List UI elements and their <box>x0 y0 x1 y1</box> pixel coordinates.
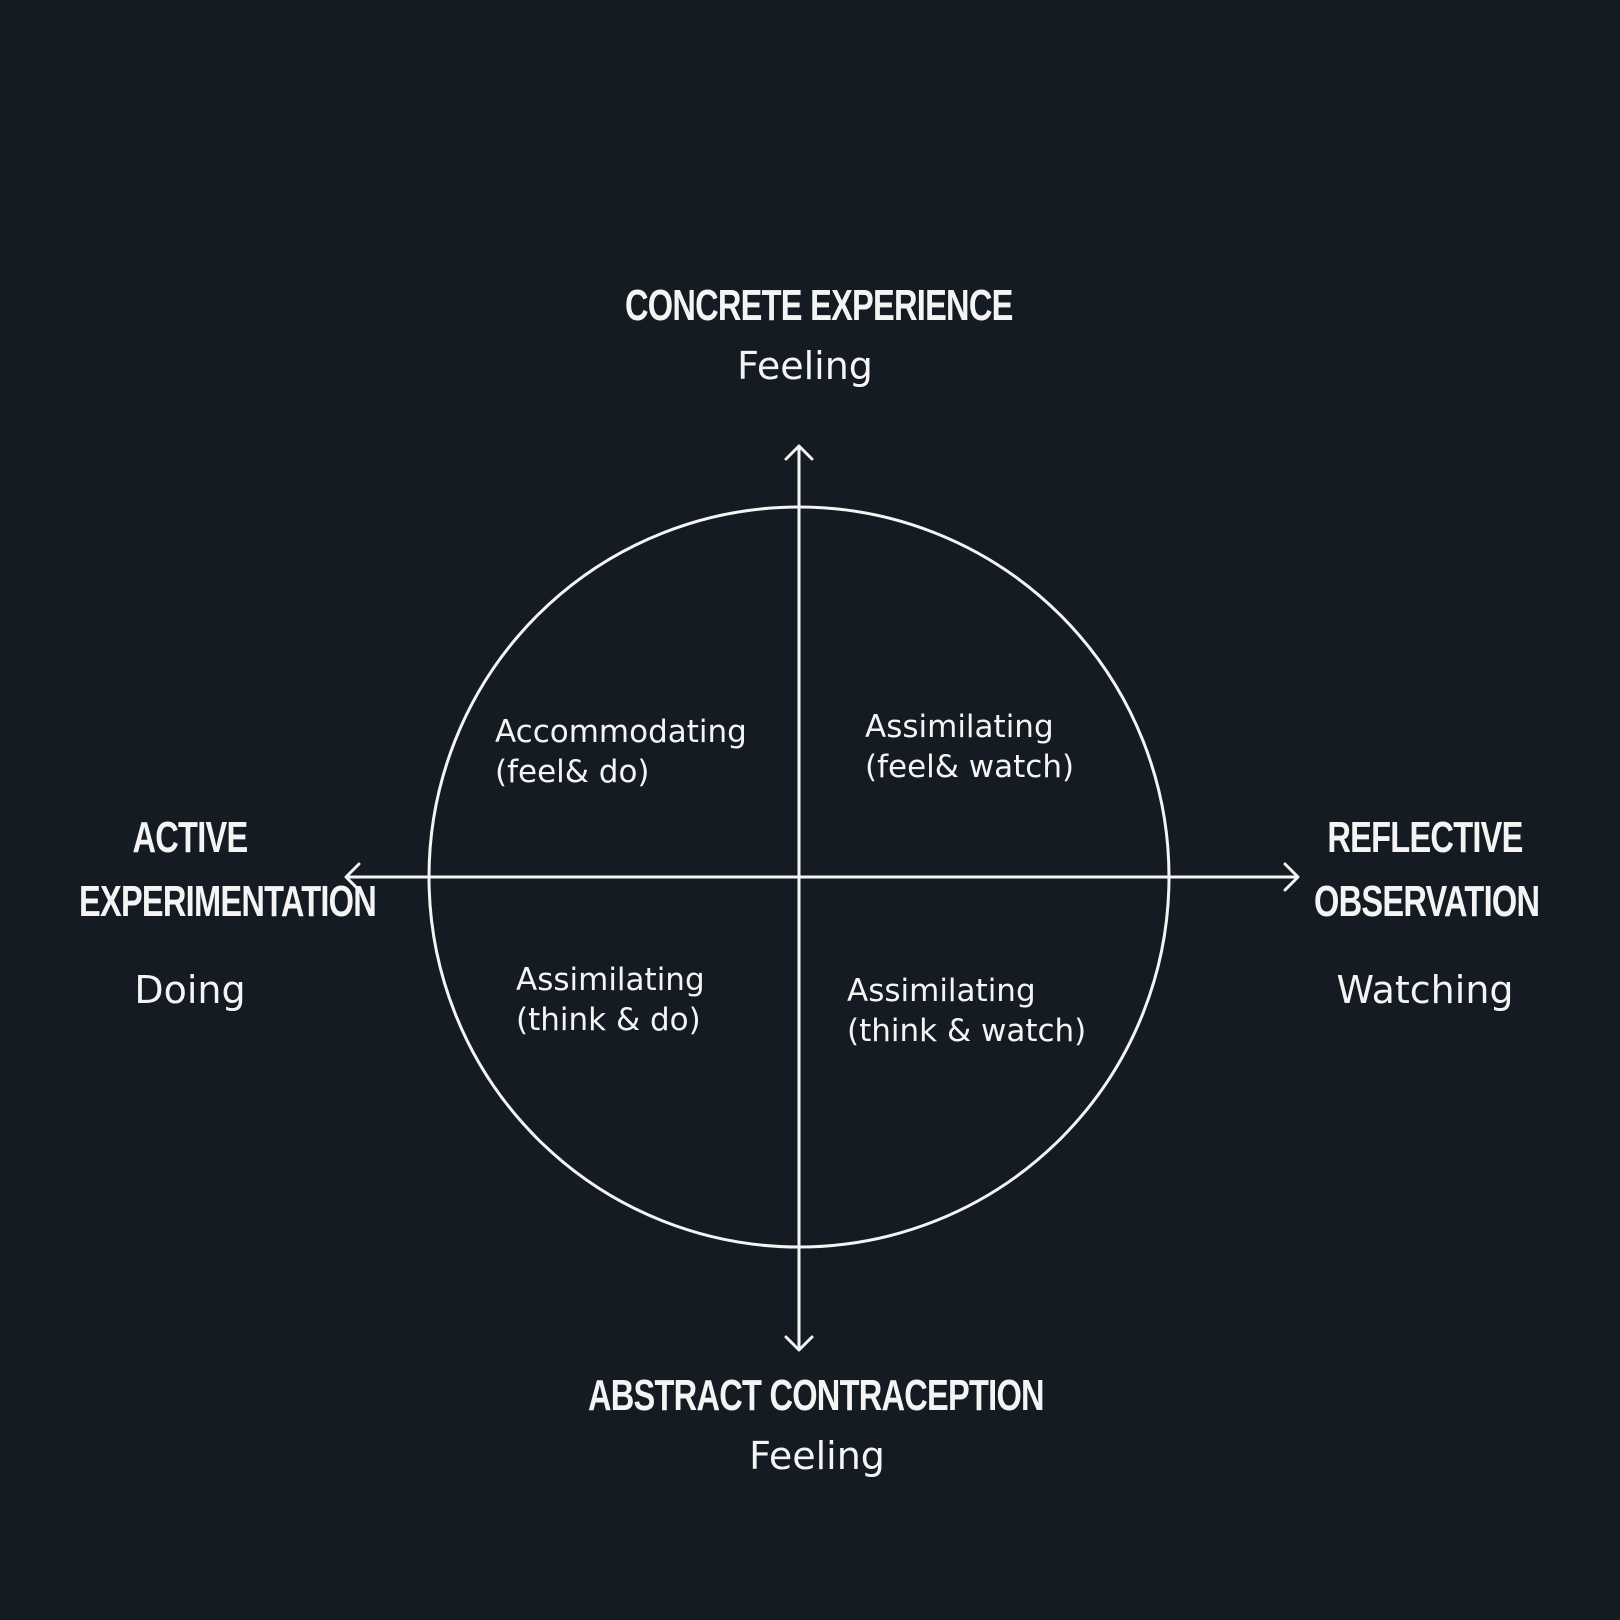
left-pole-subtitle: Doing <box>134 968 246 1012</box>
top-pole-subtitle: Feeling <box>737 344 873 388</box>
quadrant-bottom-right: Assimilating (think & watch) <box>847 971 1086 1051</box>
right-pole-heading: Reflective Observation <box>1314 806 1540 934</box>
right-pole-heading-line1: Reflective <box>1327 813 1523 862</box>
quadrant-top-right-title: Assimilating <box>865 709 1054 745</box>
top-pole-heading: Concrete Experience <box>625 281 1013 330</box>
right-pole-heading-line2: Observation <box>1314 877 1540 926</box>
bottom-pole-subtitle: Feeling <box>749 1434 885 1478</box>
quadrant-bottom-right-detail: (think & watch) <box>847 1013 1087 1049</box>
arrow-down-icon <box>784 1335 814 1352</box>
quadrant-top-right-detail: (feel& watch) <box>865 749 1075 785</box>
left-pole-heading-line2: Experimentation <box>79 877 377 926</box>
quadrant-top-right: Assimilating (feel& watch) <box>865 707 1074 787</box>
quadrant-top-left-title: Accommodating <box>495 714 747 750</box>
arrow-right-icon <box>1283 862 1300 892</box>
arrow-left-icon <box>344 862 361 892</box>
arrow-up-icon <box>784 444 814 461</box>
quadrant-top-left-detail: (feel& do) <box>495 754 650 790</box>
quadrant-bottom-right-title: Assimilating <box>847 973 1036 1009</box>
bottom-pole-heading: Abstract Contraception <box>588 1371 1045 1420</box>
quadrant-bottom-left: Assimilating (think & do) <box>516 960 705 1040</box>
quadrant-bottom-left-title: Assimilating <box>516 962 705 998</box>
right-pole-subtitle: Watching <box>1336 968 1514 1012</box>
left-pole-heading: Active Experimentation <box>79 806 377 934</box>
left-pole-heading-line1: Active <box>132 813 249 862</box>
quadrant-bottom-left-detail: (think & do) <box>516 1002 701 1038</box>
quadrant-top-left: Accommodating (feel& do) <box>495 712 747 792</box>
